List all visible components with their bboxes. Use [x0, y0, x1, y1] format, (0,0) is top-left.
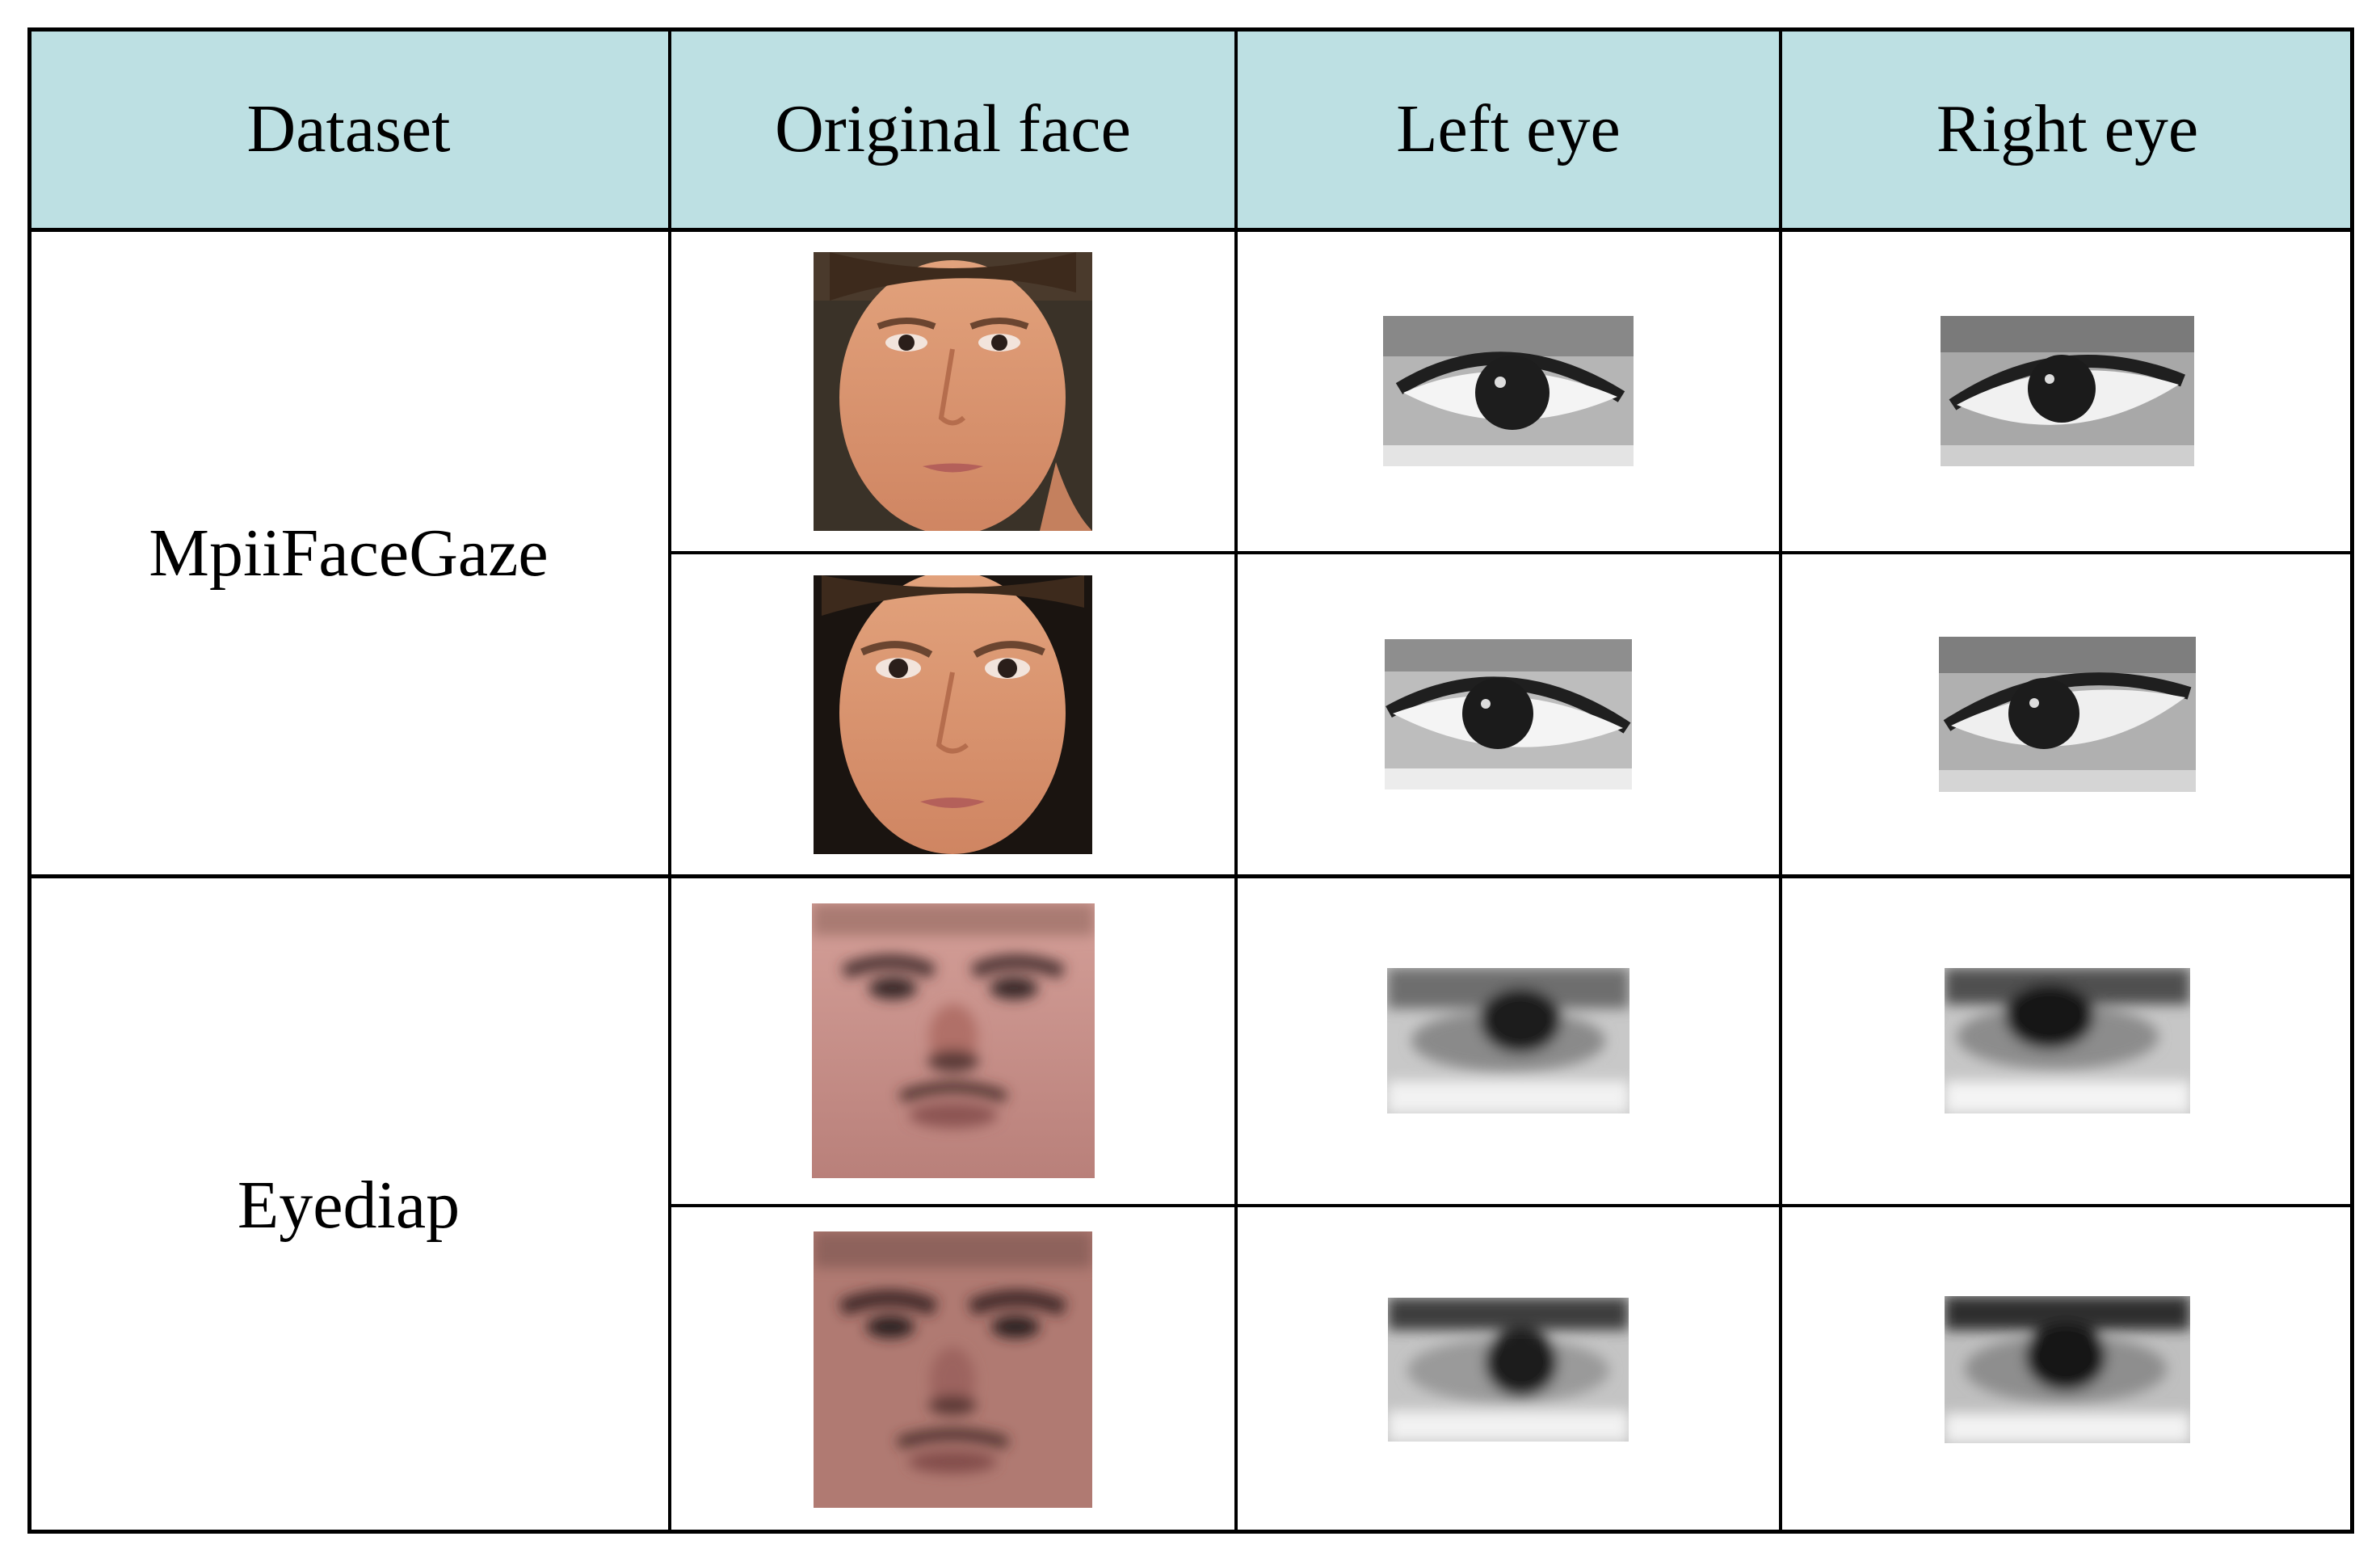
left-eye-image: [1387, 968, 1629, 1113]
row-separator-line: [670, 1204, 2354, 1207]
dataset-cell-eyediap: Eyediap: [27, 876, 670, 1534]
dataset-separator-line: [27, 874, 2354, 878]
dataset-cell-mpiifacegaze: MpiiFaceGaze: [27, 229, 670, 876]
column-separator-line: [1234, 27, 1238, 1534]
right-eye-image: [1945, 968, 2190, 1113]
header-left-eye: Left eye: [1236, 27, 1781, 229]
header-dataset: Dataset: [27, 27, 670, 229]
right-eye-image: [1941, 316, 2194, 466]
header-original-face-label: Original face: [775, 91, 1131, 166]
column-separator-line: [1779, 27, 1782, 1534]
left-eye-image: [1388, 1298, 1629, 1442]
table-border-left: [27, 27, 32, 1534]
header-right-eye-label: Right eye: [1936, 91, 2199, 166]
right-eye-cell: [1781, 876, 2354, 1206]
header-dataset-label: Dataset: [246, 91, 451, 166]
right-eye-image: [1945, 1296, 2190, 1443]
face-cell: [670, 1206, 1236, 1534]
male-face-image: [814, 1231, 1092, 1508]
face-cell: [670, 553, 1236, 876]
table-border-top: [27, 27, 2354, 32]
left-eye-cell: [1236, 229, 1781, 553]
male-face-image: [811, 903, 1095, 1178]
female-face-image: [814, 575, 1092, 854]
face-cell: [670, 229, 1236, 553]
comparison-table: Dataset Original face Left eye Right eye…: [27, 27, 2354, 1534]
column-separator-line: [668, 27, 671, 1534]
dataset-name-mpiifacegaze: MpiiFaceGaze: [149, 515, 549, 591]
header-row-background: [27, 27, 2354, 229]
right-eye-image: [1939, 637, 2196, 792]
right-eye-cell: [1781, 1206, 2354, 1534]
left-eye-image: [1383, 316, 1634, 466]
row-separator-line: [670, 551, 2354, 554]
left-eye-cell: [1236, 553, 1781, 876]
header-original-face: Original face: [670, 27, 1236, 229]
right-eye-cell: [1781, 229, 2354, 553]
header-left-eye-label: Left eye: [1396, 91, 1621, 166]
right-eye-cell: [1781, 553, 2354, 876]
dataset-name-eyediap: Eyediap: [237, 1167, 460, 1243]
left-eye-cell: [1236, 876, 1781, 1206]
header-right-eye: Right eye: [1781, 27, 2354, 229]
left-eye-cell: [1236, 1206, 1781, 1534]
left-eye-image: [1385, 639, 1632, 789]
table-border-right: [2350, 27, 2354, 1534]
female-face-image: [814, 251, 1092, 531]
header-separator-line: [27, 228, 2354, 232]
face-cell: [670, 876, 1236, 1206]
table-border-bottom: [27, 1530, 2354, 1534]
